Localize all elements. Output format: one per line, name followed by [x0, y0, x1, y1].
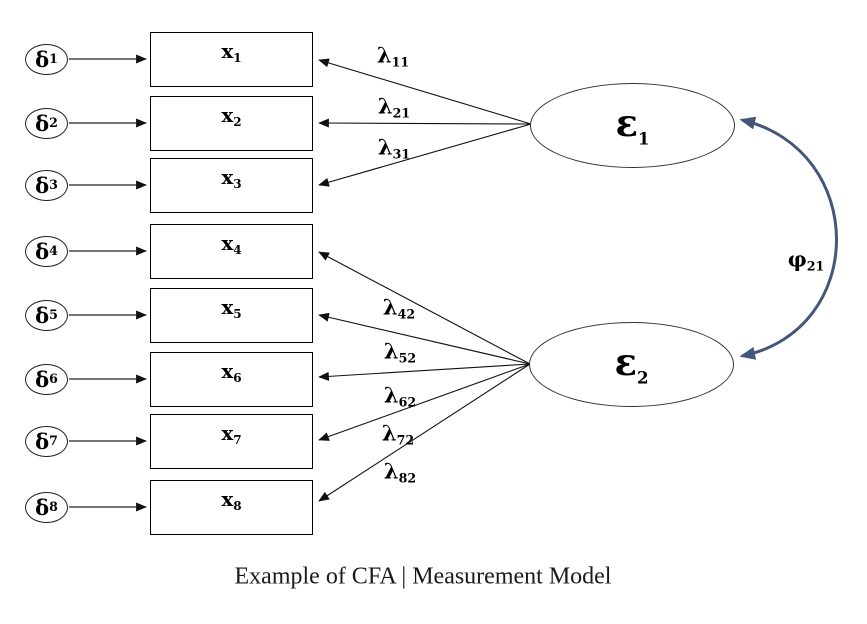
lambda-82-subscript: 82: [398, 470, 417, 486]
indicator-x7: x7: [150, 414, 313, 469]
loading-label-52: λ52: [384, 341, 416, 366]
loading-label-82: λ82: [384, 461, 416, 486]
x6-subscript: 6: [233, 370, 242, 385]
indicator-x5: x5: [150, 288, 313, 343]
delta-arrows: [69, 54, 147, 512]
indicator-x4: x4: [150, 224, 313, 279]
delta-2-symbol: δ: [35, 111, 50, 136]
delta-5-subscript: 5: [49, 307, 58, 323]
loading-label-31: λ31: [378, 137, 410, 162]
x3-subscript: 3: [233, 176, 242, 191]
lambda-62-symbol: λ: [383, 382, 399, 408]
delta-4-subscript: 4: [49, 243, 58, 259]
loading-label-42: λ42: [383, 297, 415, 322]
epsilon-1-symbol: ε: [615, 100, 638, 145]
lambda-31-symbol: λ: [377, 134, 393, 160]
x7-symbol: x: [221, 421, 234, 445]
delta-3-symbol: δ: [35, 173, 50, 198]
epsilon-2-symbol: ε: [614, 339, 637, 384]
lambda-72-symbol: λ: [381, 420, 397, 446]
factor-epsilon-1: ε1: [530, 83, 735, 168]
covariance-arc: [739, 116, 838, 360]
phi-symbol: φ: [787, 246, 807, 272]
x8-subscript: 8: [233, 498, 242, 513]
epsilon-2-subscript: 2: [636, 366, 649, 387]
lambda-11-subscript: 11: [391, 54, 410, 70]
loading-label-72: λ72: [382, 423, 414, 448]
x1-symbol: x: [221, 39, 234, 63]
factor-epsilon-2: ε2: [529, 322, 734, 407]
lambda-21-symbol: λ: [377, 93, 393, 119]
indicator-x2: x2: [150, 96, 313, 151]
lambda-42-subscript: 42: [397, 306, 416, 322]
x5-subscript: 5: [233, 306, 242, 321]
loading-label-21: λ21: [378, 96, 410, 121]
factor2-loading-arrows: [318, 251, 531, 502]
x6-symbol: x: [221, 359, 234, 383]
indicator-x8: x8: [150, 480, 313, 535]
lambda-31-subscript: 31: [392, 146, 411, 162]
x5-symbol: x: [221, 295, 234, 319]
delta-6-subscript: 6: [49, 371, 58, 387]
delta-8-symbol: δ: [35, 495, 50, 520]
indicator-x1: x1: [150, 32, 313, 87]
delta-5-symbol: δ: [35, 303, 50, 328]
x8-symbol: x: [221, 487, 234, 511]
diagram-caption: Example of CFA | Measurement Model: [234, 563, 612, 590]
delta-7-subscript: 7: [49, 433, 58, 449]
x1-subscript: 1: [233, 50, 242, 65]
loading-label-62: λ62: [384, 385, 416, 410]
x4-symbol: x: [221, 231, 234, 255]
x7-subscript: 7: [233, 432, 242, 447]
delta-2-subscript: 2: [49, 115, 58, 131]
epsilon-1-subscript: 1: [637, 127, 650, 148]
delta-1-symbol: δ: [35, 47, 50, 72]
lambda-52-subscript: 52: [398, 350, 417, 366]
x2-subscript: 2: [233, 114, 242, 129]
phi-subscript: 21: [806, 258, 825, 274]
x4-subscript: 4: [233, 242, 242, 257]
delta-4-symbol: δ: [35, 239, 50, 264]
indicator-x3: x3: [150, 158, 313, 213]
lambda-52-symbol: λ: [383, 338, 399, 364]
lambda-62-subscript: 62: [398, 394, 417, 410]
factor1-loading-arrows: [318, 58, 532, 187]
delta-3-subscript: 3: [49, 177, 58, 193]
delta-1-subscript: 1: [49, 51, 58, 67]
indicator-x6: x6: [150, 352, 313, 407]
lambda-72-subscript: 72: [396, 432, 415, 448]
x2-symbol: x: [221, 103, 234, 127]
x3-symbol: x: [221, 165, 234, 189]
delta-6-symbol: δ: [35, 367, 50, 392]
lambda-82-symbol: λ: [383, 458, 399, 484]
delta-8-subscript: 8: [49, 499, 58, 515]
covariance-label-phi21: φ21: [788, 249, 825, 274]
lambda-11-symbol: λ: [376, 42, 392, 68]
lambda-21-subscript: 21: [392, 105, 411, 121]
delta-7-symbol: δ: [35, 429, 50, 454]
lambda-42-symbol: λ: [382, 294, 398, 320]
loading-label-11: λ11: [377, 45, 409, 70]
